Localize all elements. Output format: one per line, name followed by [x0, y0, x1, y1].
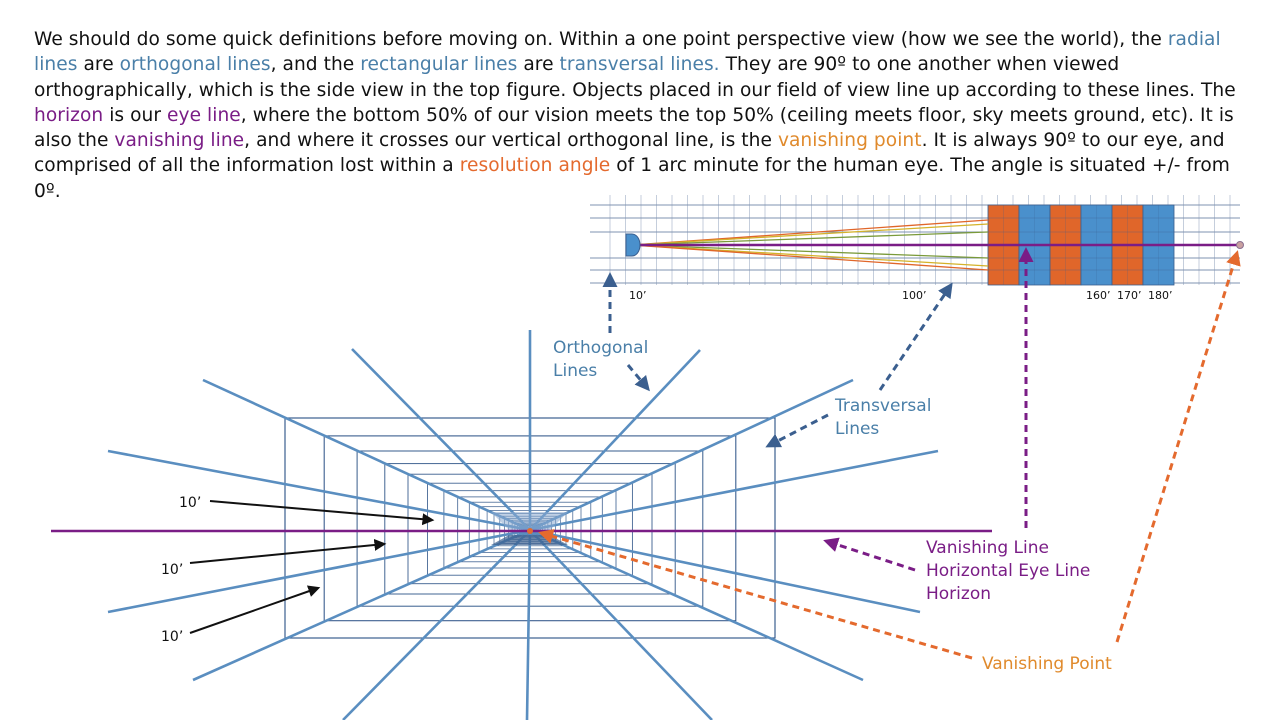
orthogonal-radial-line	[529, 528, 864, 682]
para-text: We should do some quick definitions befo…	[34, 29, 1162, 50]
orthogonal-arrow-down	[626, 364, 650, 392]
orthogonal-label-line1: Orthogonal	[553, 338, 648, 358]
ray-line	[631, 244, 989, 271]
vanishing-line-label: Vanishing Line	[926, 538, 1049, 558]
ray-line	[631, 244, 989, 267]
term-orthogonal-lines: orthogonal lines	[119, 54, 271, 76]
para-text: They are 90º to one another when viewed …	[34, 54, 1236, 101]
horizontal-eye-line-label: Horizontal Eye Line	[926, 561, 1090, 581]
para-text: , and the	[270, 54, 361, 76]
horizon-label: Horizon	[926, 584, 991, 604]
distance-label-10: 10’	[629, 289, 647, 302]
transversal-arrow-left	[765, 413, 829, 448]
vanishing-point-marker	[527, 528, 533, 534]
term-vanishing-point: vanishing point	[777, 130, 922, 152]
vanishing-region	[491, 512, 568, 530]
vanishing-line-arrow-left	[823, 537, 916, 572]
term-rectangular-lines: rectangular lines	[360, 54, 518, 76]
ten-foot-label: 10’	[161, 562, 183, 578]
orthogonal-radial-line	[192, 528, 531, 682]
transversal-label-line2: Lines	[835, 419, 879, 439]
distance-label-160: 160’	[1086, 289, 1111, 302]
ray-line	[631, 231, 989, 246]
orthogonal-radial-line	[529, 528, 921, 614]
para-text: are	[517, 54, 560, 76]
distance-label-100: 100’	[902, 289, 927, 302]
orthogonal-radial-line	[107, 528, 531, 614]
side-view-rays	[631, 219, 1240, 271]
ray-line	[631, 223, 989, 246]
term-horizon: horizon	[34, 104, 104, 126]
orthogonal-radial-line	[529, 529, 713, 720]
vanishing-point-label: Vanishing Point	[982, 654, 1112, 674]
distance-label-170: 170’	[1117, 289, 1142, 302]
ten-foot-label: 10’	[179, 495, 201, 511]
annotations: Orthogonal Lines Transversal Lines Vanis…	[161, 247, 1241, 674]
orthogonal-radial-line	[342, 529, 531, 720]
orthogonal-radial-line	[202, 378, 531, 532]
orthogonal-label-line2: Lines	[553, 361, 597, 381]
ten-foot-arrow	[189, 538, 387, 564]
ten-foot-label: 10’	[161, 629, 183, 645]
ten-foot-arrow	[209, 500, 435, 526]
side-view-figure: 10’ 100’ 160’ 170’ 180’	[590, 195, 1244, 302]
orthogonal-radial-line	[107, 449, 531, 532]
eye-icon	[625, 233, 641, 257]
para-text: is our	[103, 104, 168, 126]
vanishing-point-arrow-up	[1115, 250, 1241, 643]
orthogonal-radial-line	[529, 378, 854, 532]
ray-line	[631, 244, 989, 259]
para-text: , and where it crosses our vertical orth…	[244, 130, 778, 152]
perspective-figure	[51, 330, 992, 720]
intro-paragraph: We should do some quick definitions befo…	[34, 27, 1254, 204]
ten-foot-arrow	[189, 585, 321, 634]
term-resolution-angle: resolution angle	[459, 155, 611, 177]
vanishing-point-dot	[1236, 241, 1244, 249]
para-text: of 1 arc minute for the human eye. The a…	[34, 155, 1230, 202]
term-radial-lines: radial lines	[34, 29, 1221, 76]
para-text: are	[77, 54, 120, 76]
para-text: . It is always 90º to our eye, and compr…	[34, 130, 1225, 177]
term-vanishing-line: vanishing line	[114, 130, 245, 152]
orthogonal-radial-line	[525, 529, 532, 720]
orthogonal-radial-line	[351, 348, 531, 531]
term-transversal-lines: transversal lines.	[559, 54, 720, 76]
ray-line	[631, 219, 989, 246]
distance-label-180: 180’	[1148, 289, 1173, 302]
term-eye-line: eye line	[167, 104, 241, 126]
orthogonal-radial-lines	[107, 330, 939, 720]
orthogonal-radial-line	[529, 449, 939, 532]
vanishing-point-arrow-left	[538, 529, 973, 660]
transversal-arrow-up	[878, 282, 953, 391]
orthogonal-radial-line	[529, 349, 701, 531]
para-text: , where the bottom 50% of our vision mee…	[34, 104, 1234, 152]
transversal-label-line1: Transversal	[834, 396, 931, 416]
